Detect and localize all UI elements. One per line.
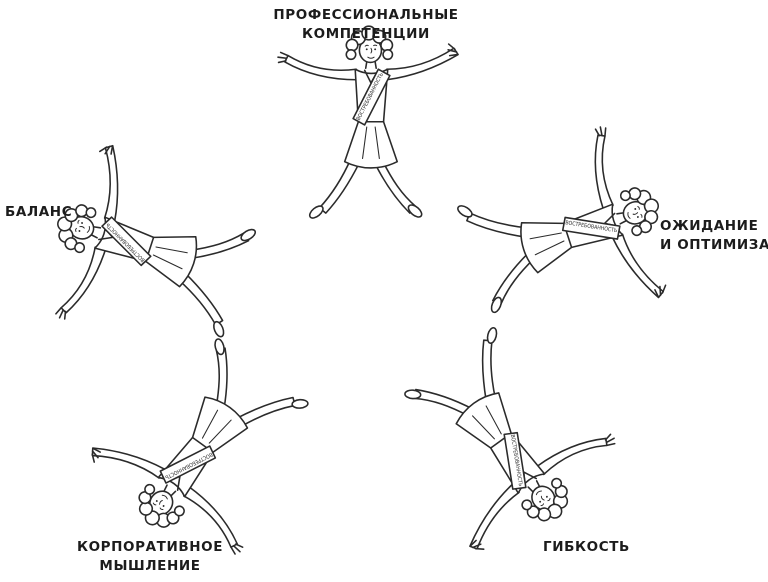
label-professional-competencies: ПРОФЕССИОНАЛЬНЫЕ КОМПЕТЕНЦИИ: [236, 6, 496, 44]
label-expectation-optimization: ОЖИДАНИЕ И ОПТИМИЗАЦИЯ: [660, 217, 768, 255]
label-line: МЫШЛЕНИЕ: [99, 557, 201, 574]
label-line: КОРПОРАТИВНОЕ: [76, 539, 224, 555]
label-corporate-thinking: КОРПОРАТИВНОЕ МЫШЛЕНИЕ: [60, 538, 240, 576]
label-balance: БАЛАНС: [5, 203, 72, 222]
label-line: ГИБКОСТЬ: [543, 539, 630, 555]
label-flexibility: ГИБКОСТЬ: [543, 538, 630, 557]
label-line: ПРОФЕССИОНАЛЬНЫЕ: [273, 7, 459, 23]
label-line: ОЖИДАНИЕ: [660, 218, 759, 234]
label-line: И ОПТИМИЗАЦИЯ: [660, 236, 768, 253]
label-line: БАЛАНС: [5, 204, 73, 220]
label-line: КОМПЕТЕНЦИИ: [302, 25, 430, 42]
